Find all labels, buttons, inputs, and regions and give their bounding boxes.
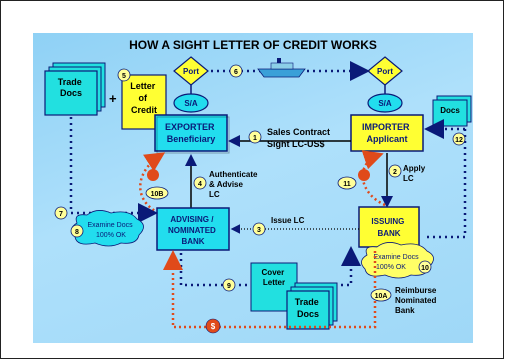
port-right: Port (367, 56, 403, 86)
diagram-title: HOW A SIGHT LETTER OF CREDIT WORKS (129, 38, 377, 52)
trade-docs-label-2: Docs (60, 88, 82, 98)
step-10: 10 (421, 265, 429, 272)
authenticate-label: Authenticate & Advise LC (209, 170, 260, 199)
reimbursement-arrow (163, 250, 377, 329)
trade-docs-bottom: Trade Docs (286, 282, 338, 330)
lc-flow-diagram: HOW A SIGHT LETTER OF CREDIT WORKS Trade… (44, 38, 472, 334)
trade-docs-stack: Trade Docs (44, 62, 106, 116)
svg-text:S/A: S/A (378, 99, 392, 108)
step-9: 9 (227, 283, 231, 290)
reimburse-label: Reimburse Nominated Bank (395, 286, 439, 315)
trade-docs-label-1: Trade (58, 77, 82, 87)
sales-contract-label: Sales Contract Sight LC-US$ (267, 127, 333, 149)
step-8: 8 (75, 229, 79, 236)
step-3: 3 (257, 227, 261, 234)
step-7: 7 (59, 211, 63, 218)
step-10a: 10A (375, 293, 388, 300)
step-2: 2 (393, 169, 397, 176)
svg-text:ADVISING / NOMINATED: ADVISING / NOMINATED BANK (168, 215, 218, 246)
svg-text:Port: Port (183, 67, 199, 76)
step-6: 6 (234, 69, 238, 76)
letter-of-credit-box: Letter of Credit 5 (117, 68, 167, 130)
sa-right: S/A (367, 93, 403, 113)
svg-text:S/A: S/A (184, 99, 198, 108)
step-5: 5 (122, 73, 126, 80)
svg-text:ISSUING BANK: ISSUING BANK (371, 217, 406, 238)
examine-docs-left: Examine Docs 100% OK 8 (70, 210, 144, 247)
slide-canvas: HOW A SIGHT LETTER OF CREDIT WORKS Trade… (33, 33, 473, 343)
step-11: 11 (343, 181, 351, 188)
svg-text:Trade Docs: Trade Docs (295, 297, 322, 319)
ship-icon (257, 58, 306, 78)
step-4: 4 (198, 181, 202, 188)
step-12: 12 (455, 137, 463, 144)
sa-left: S/A (173, 93, 209, 113)
issuing-bank-box: ISSUING BANK (358, 206, 420, 248)
step-10b: 10B (151, 191, 164, 198)
examine-docs-right: Examine Docs 100% OK 10 (361, 242, 434, 279)
svg-text:Letter of Credit: Letter of Credit (130, 81, 158, 115)
docs-right-stack: Docs (432, 95, 472, 127)
plus-sign: + (109, 91, 117, 106)
money-bag-bottom: $ (205, 318, 221, 334)
svg-text:Examine Docs 100% OK: Examine Docs 100% OK (373, 254, 420, 271)
svg-text:IMPORTER Applicant: IMPORTER Applicant (362, 122, 412, 144)
port-left: Port (173, 56, 209, 86)
advising-bank-box: ADVISING / NOMINATED BANK (156, 207, 230, 251)
svg-text:EXPORTER Beneficiary: EXPORTER Beneficiary (165, 122, 217, 144)
svg-text:Cover Letter: Cover Letter (262, 268, 287, 287)
svg-text:Port: Port (377, 67, 393, 76)
importer-box: IMPORTER Applicant (350, 114, 424, 152)
svg-text:Trade Docs: Trade Docs (58, 77, 85, 98)
svg-text:Docs: Docs (440, 106, 460, 115)
money-bag-right (358, 169, 370, 181)
issue-lc-label: Issue LC (271, 216, 305, 225)
step-1: 1 (253, 135, 257, 142)
exporter-box: EXPORTER Beneficiary (154, 114, 230, 154)
present-docs-arrow (69, 117, 158, 223)
docs-to-importer-arrow (425, 129, 467, 239)
svg-text:Examine Docs 100% OK: Examine Docs 100% OK (87, 222, 134, 239)
apply-lc-label: Apply LC (403, 164, 427, 183)
money-bag-left (147, 169, 159, 181)
svg-text:$: $ (211, 322, 216, 331)
payment-loop-10b (139, 152, 166, 217)
